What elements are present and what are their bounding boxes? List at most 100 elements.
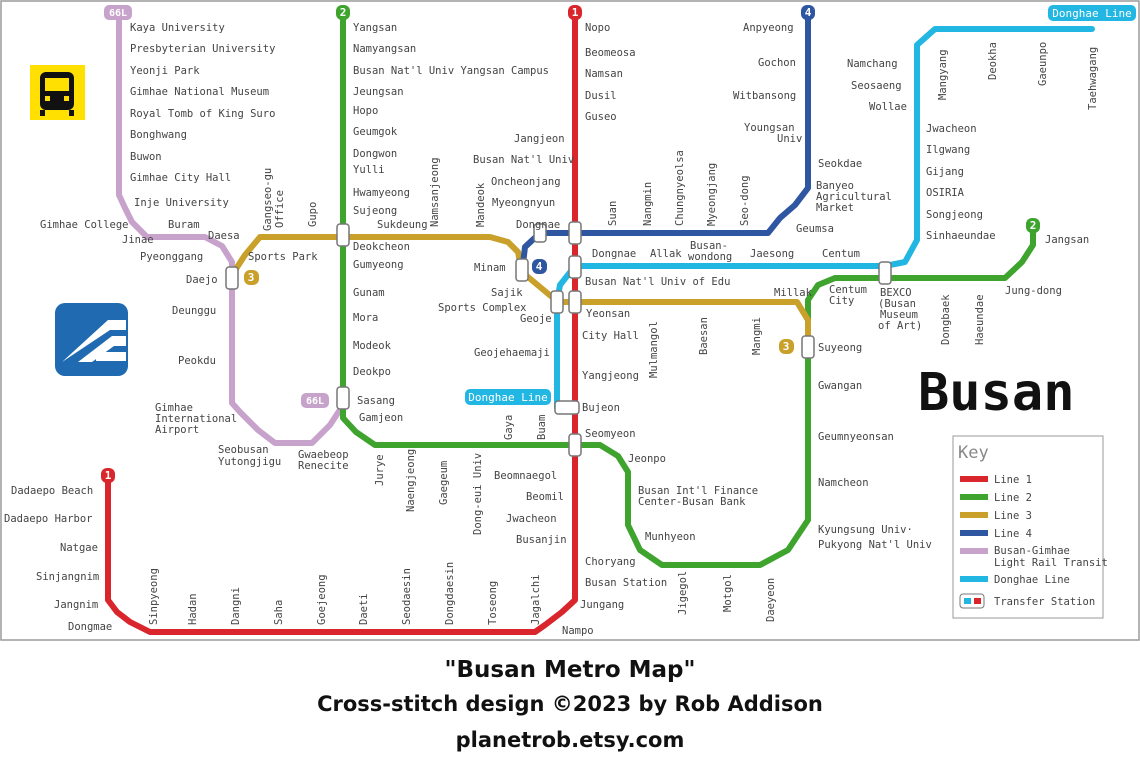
- station-label[interactable]: Witbansong: [733, 90, 796, 102]
- station-label[interactable]: Museum: [880, 309, 918, 321]
- station-label[interactable]: Wollae: [869, 101, 907, 113]
- station-label[interactable]: Mulmangol: [648, 321, 660, 378]
- transfer-station-sasang[interactable]: [336, 386, 350, 410]
- station-label[interactable]: Mandeok: [475, 182, 487, 227]
- station-label[interactable]: Daesa: [208, 230, 240, 242]
- station-label[interactable]: Seodaesin: [401, 568, 413, 625]
- station-label[interactable]: Dongmae: [68, 621, 112, 633]
- station-label[interactable]: Jwacheon: [926, 123, 977, 135]
- station-label[interactable]: Yangjeong: [582, 370, 639, 382]
- station-label[interactable]: Deokpo: [353, 366, 391, 378]
- station-label[interactable]: Myeongnyun: [492, 197, 555, 209]
- station-label[interactable]: Geumnyeonsan: [818, 431, 894, 443]
- station-label[interactable]: Natgae: [60, 542, 98, 554]
- station-label[interactable]: Gwaebeop: [298, 449, 349, 461]
- transfer-station-suyeong[interactable]: [801, 335, 815, 359]
- transfer-station-seomyeon[interactable]: [568, 433, 582, 457]
- station-label[interactable]: Baesan: [698, 317, 710, 355]
- station-label[interactable]: Gumyeong: [353, 259, 404, 271]
- station-label[interactable]: Gaegeum: [438, 461, 450, 505]
- station-label[interactable]: Namsanjeong: [429, 157, 441, 227]
- station-label[interactable]: Peokdu: [178, 355, 216, 367]
- station-label[interactable]: Renecite: [298, 460, 349, 472]
- station-label[interactable]: of Art): [878, 320, 922, 332]
- station-label[interactable]: Nopo: [585, 22, 610, 34]
- station-label[interactable]: Jwacheon: [506, 513, 557, 525]
- station-label[interactable]: Seomyeon: [585, 428, 636, 440]
- station-label[interactable]: Jagalchi: [530, 574, 542, 625]
- transfer-station-minam[interactable]: [515, 258, 529, 282]
- station-label[interactable]: Sasang: [357, 395, 395, 407]
- station-label[interactable]: Busanjin: [516, 534, 567, 546]
- station-label[interactable]: Centum: [822, 248, 860, 260]
- transfer-station-dongnae[interactable]: [568, 221, 582, 245]
- transfer-station-daejo[interactable]: [225, 266, 239, 290]
- station-label[interactable]: Sports Park: [248, 251, 318, 263]
- station-label[interactable]: Oncheonjang: [491, 176, 561, 188]
- transfer-station-geoje[interactable]: [550, 290, 564, 314]
- station-label[interactable]: Jangnim: [54, 599, 98, 611]
- station-label[interactable]: Gwangan: [818, 380, 862, 392]
- station-label[interactable]: Yeonji Park: [130, 65, 200, 77]
- station-label[interactable]: BEXCO: [880, 287, 912, 299]
- station-label[interactable]: Busan Int'l Finance: [638, 485, 758, 497]
- station-label[interactable]: Dusil: [585, 90, 617, 102]
- station-label[interactable]: Sports Complex: [438, 302, 527, 314]
- station-label[interactable]: Nampo: [562, 625, 594, 637]
- station-label[interactable]: Busan Station: [585, 577, 667, 589]
- station-label[interactable]: Royal Tomb of King Suro: [130, 108, 275, 120]
- station-label[interactable]: Gangseo-gu: [262, 168, 274, 231]
- station-label[interactable]: Suan: [607, 201, 619, 226]
- station-label[interactable]: Yangsan: [353, 22, 397, 34]
- transfer-station-edu[interactable]: [568, 255, 582, 279]
- station-label[interactable]: Daeti: [358, 593, 370, 625]
- station-label[interactable]: Dongdaesin: [444, 562, 456, 625]
- station-label[interactable]: Bonghwang: [130, 129, 187, 141]
- station-label[interactable]: Naengjeong: [405, 449, 417, 512]
- station-label[interactable]: Center-Busan Bank: [638, 496, 746, 508]
- station-label[interactable]: Haeundae: [974, 294, 986, 345]
- station-label[interactable]: Youngsan: [744, 122, 795, 134]
- station-label[interactable]: City Hall: [582, 330, 639, 342]
- station-label[interactable]: Namchang: [847, 58, 898, 70]
- station-label[interactable]: Agricultural: [816, 191, 892, 203]
- station-label[interactable]: Kaya University: [130, 22, 225, 34]
- station-label[interactable]: Anpyeong: [743, 22, 794, 34]
- station-label[interactable]: International: [155, 413, 237, 425]
- station-label[interactable]: Sinpyeong: [148, 568, 160, 625]
- station-label[interactable]: Yeonsan: [586, 308, 630, 320]
- station-label[interactable]: Choryang: [585, 556, 636, 568]
- caption-url[interactable]: planetrob.etsy.com: [455, 728, 685, 752]
- station-label[interactable]: Millak: [774, 287, 813, 299]
- station-label[interactable]: Buam: [536, 415, 548, 440]
- station-label[interactable]: Jaesong: [750, 248, 794, 260]
- transfer-station-yeonsan[interactable]: [568, 290, 582, 314]
- station-label[interactable]: Songjeong: [926, 209, 983, 221]
- station-label[interactable]: Munhyeon: [645, 531, 696, 543]
- station-label[interactable]: Toseong: [487, 581, 499, 625]
- station-label[interactable]: Taehwagang: [1087, 47, 1099, 110]
- station-label[interactable]: OSIRIA: [926, 187, 965, 199]
- station-label[interactable]: Jurye: [374, 454, 386, 486]
- station-label[interactable]: Minam: [474, 262, 506, 274]
- station-label[interactable]: Buram: [168, 219, 200, 231]
- station-label[interactable]: Namyangsan: [353, 43, 416, 55]
- transfer-station-bexco[interactable]: [878, 261, 892, 285]
- transfer-station-dongnae-donghae[interactable]: [533, 223, 547, 243]
- station-label[interactable]: Dongnae: [592, 248, 636, 260]
- station-label[interactable]: Busan Nat'l Univ: [473, 154, 574, 166]
- station-label[interactable]: Ilgwang: [926, 144, 970, 156]
- station-label[interactable]: Centum: [829, 284, 867, 296]
- station-label[interactable]: Dong-eui Univ: [472, 453, 484, 535]
- station-label[interactable]: Sukdeung: [377, 219, 428, 231]
- station-label[interactable]: Seobusan: [218, 444, 269, 456]
- station-label[interactable]: Beomnaegol: [494, 470, 557, 482]
- station-label[interactable]: Suyeong: [818, 342, 862, 354]
- station-label[interactable]: Dadaepo Harbor: [4, 513, 93, 525]
- station-label[interactable]: Mangyang: [937, 49, 949, 100]
- station-label[interactable]: Jeungsan: [353, 86, 404, 98]
- station-label[interactable]: Jangsan: [1045, 234, 1089, 246]
- station-label[interactable]: Beomeosa: [585, 47, 636, 59]
- station-label[interactable]: Busan Nat'l Univ of Edu: [585, 276, 730, 288]
- station-label[interactable]: wondong: [688, 251, 732, 263]
